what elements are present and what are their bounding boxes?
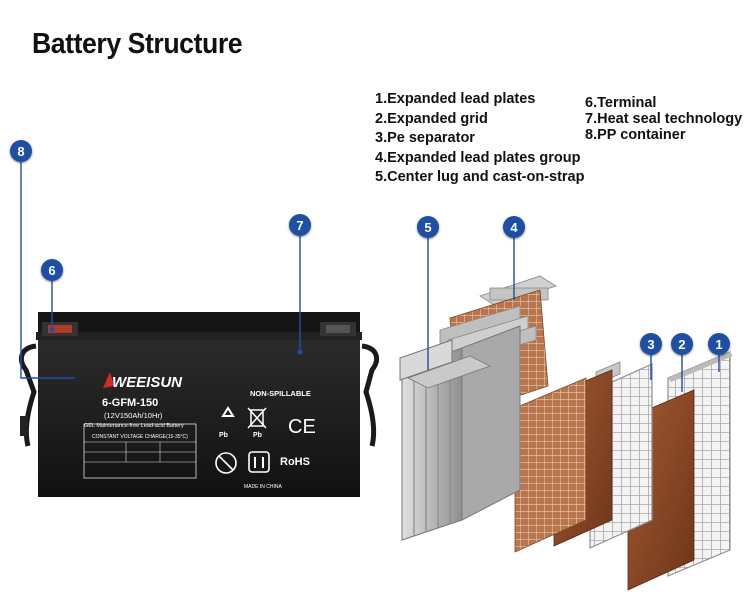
legend-item-8: 8.PP container — [585, 127, 686, 143]
terminal-right-cap — [326, 325, 350, 333]
component-plate-group — [398, 275, 557, 541]
badge-2: 2 — [671, 333, 693, 355]
legend-left: 1.Expanded lead plates 2.Expanded grid 3… — [375, 90, 584, 188]
no-fire-icon — [215, 452, 237, 474]
battery-pb-2: Pb — [253, 432, 262, 439]
component-grid-gray-2 — [514, 377, 587, 553]
battery-body — [38, 340, 360, 497]
battery-ce-mark: CE — [288, 416, 316, 438]
badge-4: 4 — [503, 216, 525, 238]
badge-7: 7 — [289, 214, 311, 236]
brand-logo-icon — [103, 372, 114, 388]
terminal-left-cap — [48, 325, 72, 333]
battery-non-spillable: NON-SPILLABLE — [250, 389, 311, 398]
legend-item-5: 5.Center lug and cast-on-strap — [375, 169, 585, 185]
page-title: Battery Structure — [32, 28, 243, 60]
legend-item-6: 6.Terminal — [585, 95, 657, 111]
badge-3: 3 — [640, 333, 662, 355]
handle-right — [361, 343, 380, 447]
battery-model: 6-GFM-150 — [102, 397, 159, 409]
badge-6: 6 — [41, 259, 63, 281]
leader-8 — [20, 162, 75, 379]
legend-item-3: 3.Pe separator — [375, 130, 475, 146]
legend-item-4: 4.Expanded lead plates group — [375, 149, 581, 166]
badge-5: 5 — [417, 216, 439, 238]
handle-left-grip — [20, 416, 28, 436]
battery-rating: (12V150Ah/10Hr) — [104, 411, 163, 420]
badge-1: 1 — [708, 333, 730, 355]
battery — [18, 312, 380, 497]
manual-icon — [248, 451, 270, 473]
battery-brand: WEEISUN — [112, 374, 183, 391]
badge-8: 8 — [10, 140, 32, 162]
battery-pb-1: Pb — [219, 432, 228, 439]
battery-made-in: MADE IN CHINA — [244, 484, 282, 490]
legend-item-2: 2.Expanded grid — [375, 110, 488, 127]
recycle-icon — [221, 406, 235, 417]
legend-right: 6.Terminal 7.Heat seal technology 8.PP c… — [585, 95, 742, 143]
crossed-bin-icon — [250, 409, 264, 427]
battery-lid — [38, 312, 360, 334]
battery-lid-rim — [36, 332, 362, 340]
charge-table — [83, 423, 197, 479]
battery-type: GEL Maintenance-free Lead-acid Battery — [84, 423, 184, 429]
battery-rohs: RoHS — [280, 456, 310, 468]
battery-charge-header: CONSTANT VOLTAGE CHARGE(15-35°C) — [92, 434, 188, 440]
legend-item-1: 1.Expanded lead plates — [375, 91, 536, 107]
legend-item-7: 7.Heat seal technology — [585, 111, 743, 127]
callout-lines — [20, 162, 720, 392]
